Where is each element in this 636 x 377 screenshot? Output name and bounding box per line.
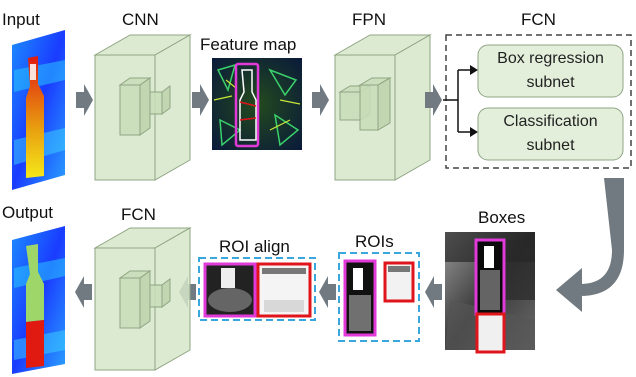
- cnn-label: CNN: [122, 10, 159, 29]
- fcn-bottom-label: FCN: [121, 205, 156, 224]
- output-image: [12, 226, 65, 374]
- rois-label: ROIs: [355, 232, 394, 251]
- fpn-block: [333, 34, 432, 181]
- roi-align-dashed-box: [198, 257, 316, 321]
- roi-align-crop-cup: [256, 262, 312, 318]
- classification-line1: Classification: [503, 113, 598, 130]
- arrow-rois-roialign: [319, 276, 336, 308]
- input-label: Input: [2, 10, 40, 29]
- cnn-block-top: [93, 34, 192, 181]
- box-regression-line1: Box regression: [497, 50, 604, 67]
- branch-connector: [443, 69, 470, 133]
- box-regression-subnet-box: [477, 44, 624, 98]
- input-image: [12, 30, 65, 190]
- feature-map-label: Feature map: [200, 35, 297, 54]
- branch-arrowhead-bottom: [470, 127, 478, 137]
- cnn-block-bottom: [93, 227, 192, 371]
- box-regression-line2: subnet: [526, 74, 575, 91]
- return-arrow: [556, 178, 624, 312]
- boxes-image: [445, 232, 535, 354]
- fcn-top-label: FCN: [521, 10, 556, 29]
- classification-subnet-box: [477, 107, 624, 161]
- roi-crop-bottle: [343, 259, 377, 337]
- feature-map-image: [212, 58, 302, 150]
- rois-dashed-box: [338, 252, 420, 342]
- arrow-fpn-fcn: [425, 84, 442, 116]
- arrow-fcn-output: [75, 276, 92, 308]
- arrow-boxes-rois: [425, 276, 442, 308]
- boxes-label: Boxes: [478, 208, 526, 227]
- fpn-label: FPN: [352, 10, 386, 29]
- roi-align-label: ROI align: [219, 237, 290, 256]
- arrow-input-cnn: [76, 84, 93, 116]
- box-regression-subnet-label: Box regression subnet: [478, 47, 623, 95]
- roi-crop-cup: [383, 261, 415, 303]
- classification-line2: subnet: [526, 137, 575, 154]
- output-label: Output: [2, 203, 54, 222]
- arrow-featuremap-fpn: [312, 84, 329, 116]
- classification-subnet-label: Classification subnet: [478, 110, 623, 158]
- roi-align-crop-bottle: [203, 262, 257, 318]
- arrow-cnn-featuremap: [192, 84, 209, 116]
- fcn-dashed-box: [445, 34, 632, 169]
- branch-arrowhead-top: [470, 65, 478, 75]
